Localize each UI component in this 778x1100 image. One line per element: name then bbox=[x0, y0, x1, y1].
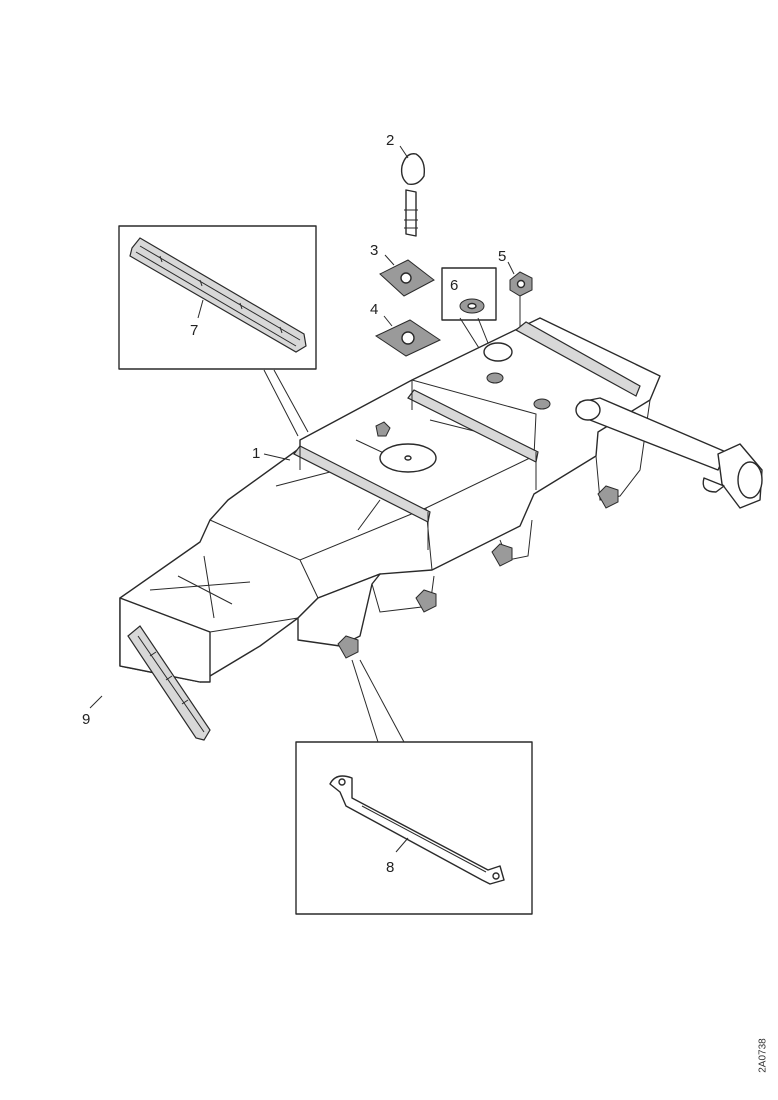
bolt-part-2: 2 bbox=[386, 132, 426, 237]
document-id: 2A0738 bbox=[752, 1024, 772, 1094]
callout-5: 5 bbox=[498, 248, 506, 265]
rail-part-7 bbox=[129, 237, 307, 353]
bracket-part-8 bbox=[329, 775, 505, 885]
callout-6: 6 bbox=[450, 277, 458, 294]
callout-4: 4 bbox=[370, 301, 378, 318]
detail-box-bracket-8: 8 bbox=[295, 659, 533, 915]
filler-pipe bbox=[575, 397, 763, 509]
detail-box-rail-7: 7 bbox=[118, 225, 317, 437]
washer-detail-frame bbox=[441, 267, 497, 321]
callout-1: 1 bbox=[252, 445, 260, 462]
detail-box-frame bbox=[118, 225, 317, 370]
fuel-tank-part-1: 1 bbox=[119, 317, 661, 683]
callout-3: 3 bbox=[370, 242, 378, 259]
callout-2: 2 bbox=[386, 132, 394, 149]
gasket-part-4: 4 bbox=[370, 301, 442, 357]
rail-part-9: 9 bbox=[82, 625, 211, 741]
plate-part-3: 3 bbox=[370, 242, 435, 297]
detail-box-frame bbox=[295, 741, 533, 915]
document-id-text: 2A0738 bbox=[757, 1038, 769, 1073]
callout-7: 7 bbox=[190, 322, 198, 339]
callout-9: 9 bbox=[82, 711, 90, 728]
callout-8: 8 bbox=[386, 859, 394, 876]
